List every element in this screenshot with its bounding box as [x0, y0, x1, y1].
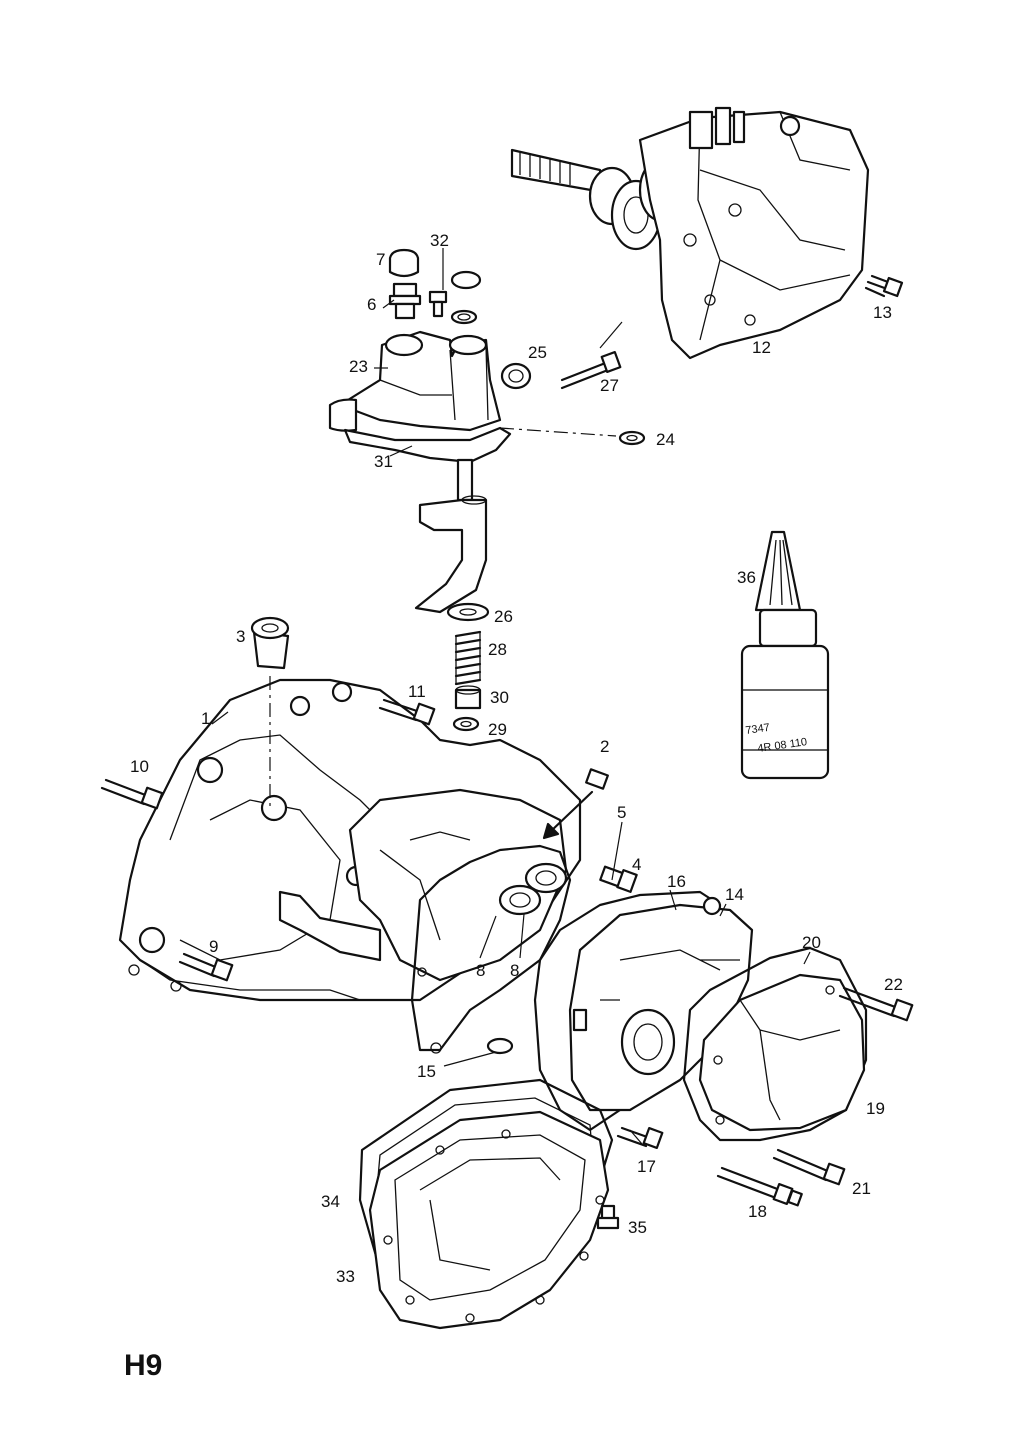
- bolt-part-32: [428, 290, 448, 318]
- callout-29: 29: [488, 720, 507, 739]
- callout-33: 33: [336, 1267, 355, 1286]
- callout-labels: 1 2 3 4 5 6 7 8 8 9 10 11 12 13 14 15 16…: [130, 231, 903, 1286]
- gearbox-assembly-part-12: [510, 106, 870, 360]
- bush-part-3: [250, 616, 290, 670]
- callout-31: 31: [374, 452, 393, 471]
- callout-36: 36: [737, 568, 756, 587]
- washer-part-26: [446, 602, 490, 622]
- callout-6: 6: [367, 295, 376, 314]
- callout-13: 13: [873, 303, 892, 322]
- cover-part-19: [698, 973, 866, 1132]
- callout-26: 26: [494, 607, 513, 626]
- seal-ring: [450, 309, 478, 325]
- seal-part-25: [500, 362, 532, 390]
- washer-part-24: [618, 430, 646, 446]
- bolt-part-21: [772, 1148, 846, 1186]
- callout-24: 24: [656, 430, 675, 449]
- callout-30: 30: [490, 688, 509, 707]
- selector-housing-part-23: [328, 330, 502, 432]
- callout-27: 27: [600, 376, 619, 395]
- bolt-part-13: [864, 274, 904, 298]
- plug-part-15: [486, 1037, 514, 1055]
- ring-part-29: [452, 716, 480, 732]
- stud-part-27: [560, 350, 622, 390]
- end-cover-part-14: [568, 896, 754, 1112]
- callout-11: 11: [408, 682, 426, 701]
- bottle-label-code: 7347: [745, 722, 771, 737]
- callout-16: 16: [667, 872, 686, 891]
- callout-2: 2: [600, 737, 609, 756]
- cap-part-7: [388, 248, 420, 278]
- callout-35: 35: [628, 1218, 647, 1237]
- callout-5: 5: [617, 803, 626, 822]
- callout-28: 28: [488, 640, 507, 659]
- oil-pan-part-33: [368, 1110, 610, 1330]
- bolt-part-17: [616, 1126, 664, 1150]
- callout-1: 1: [201, 709, 210, 728]
- callout-32: 32: [430, 231, 449, 250]
- dowel-pin-part-2: [585, 768, 609, 790]
- pin-location-arrow: [542, 790, 594, 840]
- sealant-bottle-part-36: 7347 4R 08 110: [740, 530, 830, 780]
- bolt-part-9: [178, 952, 234, 982]
- plug-cover: [450, 270, 482, 290]
- transmission-housing-part-1: [118, 678, 582, 1054]
- callout-3: 3: [236, 627, 245, 646]
- plug-part-6: [388, 282, 422, 320]
- cup-part-30: [454, 685, 482, 710]
- callout-12: 12: [752, 338, 771, 357]
- callout-15: 15: [417, 1062, 436, 1081]
- callout-25: 25: [528, 343, 547, 362]
- callout-4: 4: [632, 855, 641, 874]
- callout-9: 9: [209, 937, 218, 956]
- callout-22: 22: [884, 975, 903, 994]
- bolt-part-35: [596, 1204, 620, 1230]
- callout-34: 34: [321, 1192, 340, 1211]
- bolt-part-11: [378, 698, 436, 726]
- callout-18: 18: [748, 1202, 767, 1221]
- callout-23: 23: [349, 357, 368, 376]
- bolt-part-18: [716, 1166, 803, 1207]
- spring-part-28: [454, 630, 482, 686]
- callout-19: 19: [866, 1099, 885, 1118]
- callout-20: 20: [802, 933, 821, 952]
- callout-21: 21: [852, 1179, 871, 1198]
- page-code: H9: [124, 1349, 162, 1382]
- callout-7: 7: [376, 250, 385, 269]
- callout-8a: 8: [476, 961, 485, 980]
- leader-lines: [211, 248, 811, 1145]
- callout-8b: 8: [510, 961, 519, 980]
- callout-17: 17: [637, 1157, 656, 1176]
- gasket-part-31: [343, 426, 512, 464]
- bolt-part-22: [838, 986, 914, 1022]
- bolt-part-10: [100, 778, 164, 810]
- callout-10: 10: [130, 757, 149, 776]
- shift-finger: [414, 458, 488, 614]
- callout-14: 14: [725, 885, 744, 904]
